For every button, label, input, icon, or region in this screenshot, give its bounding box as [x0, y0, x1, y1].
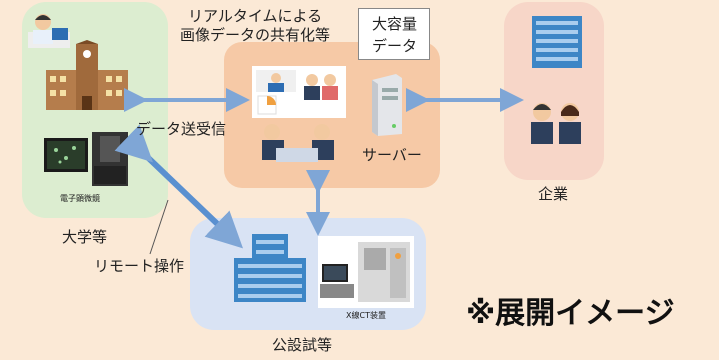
- microscope-label: 電子顕微鏡: [60, 194, 100, 203]
- large-data-label-2: データ: [372, 37, 418, 55]
- professor-icon: [28, 10, 70, 48]
- large-data-label-1: 大容量: [372, 15, 418, 33]
- university-label: 大学等: [62, 228, 108, 246]
- remote-operation-label: リモート操作: [94, 257, 185, 275]
- server-icon: [366, 74, 404, 136]
- xray-ct-label: X線CT装置: [346, 311, 386, 320]
- university-building-icon: [46, 40, 128, 110]
- public-lab-building-icon: [234, 234, 306, 302]
- large-data-box: 大容量 データ: [358, 8, 430, 60]
- company-building-icon: [532, 16, 582, 68]
- xray-ct-image: [318, 236, 414, 308]
- sharing-label: 画像データの共有化等: [180, 26, 331, 44]
- data-transfer-label: データ送受信: [136, 120, 227, 138]
- remote-callout-line: [149, 199, 169, 255]
- server-label: サーバー: [362, 146, 422, 164]
- company-label: 企業: [538, 185, 569, 203]
- business-people-icon: [528, 100, 584, 144]
- video-conference-image: [252, 66, 346, 162]
- remote-operation-arrow: [114, 124, 244, 249]
- public-lab-label: 公設試等: [272, 336, 333, 354]
- realtime-label: リアルタイムによる: [188, 7, 323, 25]
- note-label: ※展開イメージ: [466, 296, 675, 331]
